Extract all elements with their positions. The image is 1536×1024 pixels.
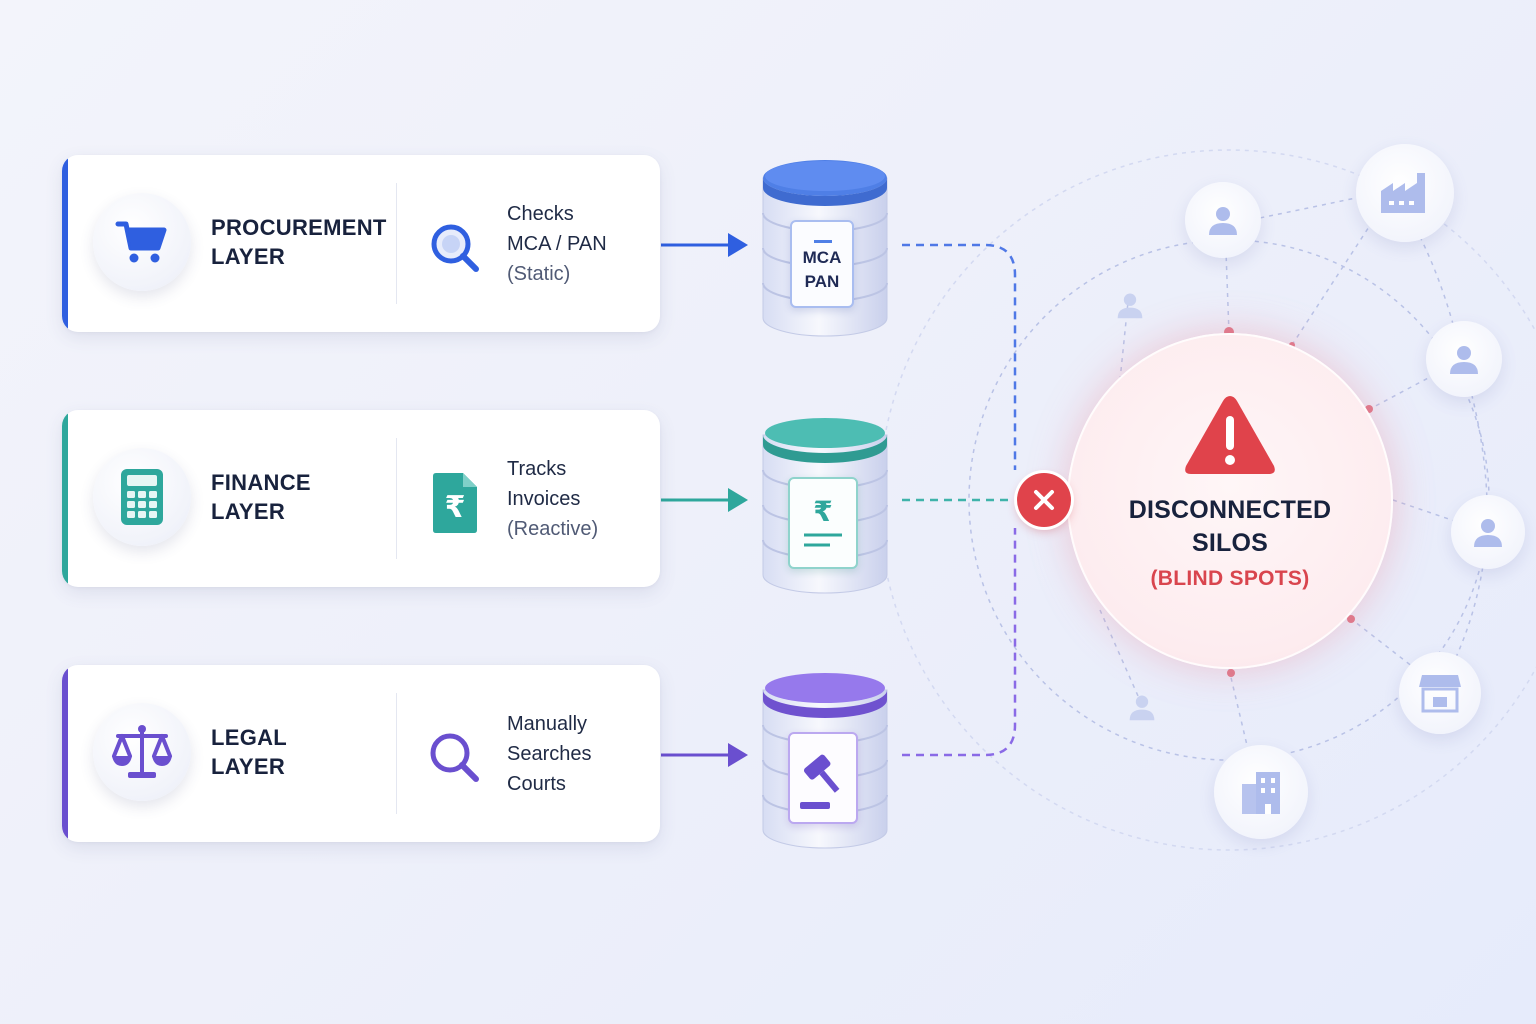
- layer-title: PROCUREMENT LAYER: [211, 215, 387, 269]
- search-icon: [422, 215, 488, 281]
- dashed-link-legal: [902, 528, 1017, 757]
- store-icon: [1399, 652, 1481, 734]
- card-divider: [396, 438, 397, 559]
- finance-layer-card: FINANCE LAYER ₹ Tracks Invoices (Reactiv…: [62, 410, 660, 587]
- finance-database: ₹: [760, 407, 890, 597]
- layer-title: LEGAL LAYER: [211, 725, 288, 779]
- doc-line: [814, 240, 832, 243]
- card-divider: [396, 183, 397, 304]
- search-icon: [422, 725, 488, 791]
- layer-title: FINANCE LAYER: [211, 470, 311, 524]
- hub-subtitle: (BLIND SPOTS): [1150, 567, 1310, 590]
- calculator-icon: [93, 448, 191, 546]
- layer-description: Checks MCA / PAN (Static): [507, 203, 607, 285]
- layer-description: Manually Searches Courts: [507, 713, 592, 795]
- mca-pan-document-icon: MCA PAN: [790, 220, 854, 308]
- person-icon: [1185, 182, 1261, 258]
- person-icon: [1451, 495, 1525, 569]
- doc-text-pan: PAN: [804, 272, 840, 291]
- hub-title: DISCONNECTED SILOS: [1128, 496, 1332, 557]
- person-icon: [1426, 321, 1502, 397]
- factory-icon: [1356, 144, 1454, 242]
- person-icon: [1122, 687, 1162, 727]
- scales-icon: [93, 703, 191, 801]
- svg-text:₹: ₹: [813, 495, 832, 528]
- person-icon: [1110, 285, 1150, 325]
- shopping-cart-icon: [93, 193, 191, 291]
- close-icon: [1017, 473, 1071, 527]
- rupee-document-icon: ₹: [788, 477, 858, 569]
- rupee-invoice-icon: ₹: [422, 470, 488, 536]
- disconnected-silos-hub: [1067, 333, 1393, 669]
- legal-database: [760, 662, 890, 852]
- card-accent-bar: [62, 665, 68, 842]
- layer-description: Tracks Invoices (Reactive): [507, 458, 599, 540]
- gavel-document-icon: [788, 732, 858, 824]
- svg-text:₹: ₹: [445, 490, 466, 525]
- card-divider: [396, 693, 397, 814]
- warning-icon: [1182, 392, 1278, 478]
- building-icon: [1214, 745, 1308, 839]
- doc-text-mca: MCA: [802, 248, 842, 267]
- dashed-link-procurement: [902, 243, 1017, 470]
- legal-layer-card: LEGAL LAYER Manually Searches Courts: [62, 665, 660, 842]
- card-accent-bar: [62, 410, 68, 587]
- procurement-layer-card: PROCUREMENT LAYER Checks MCA / PAN (Stat…: [62, 155, 660, 332]
- card-accent-bar: [62, 155, 68, 332]
- procurement-database: MCA PAN: [760, 150, 890, 340]
